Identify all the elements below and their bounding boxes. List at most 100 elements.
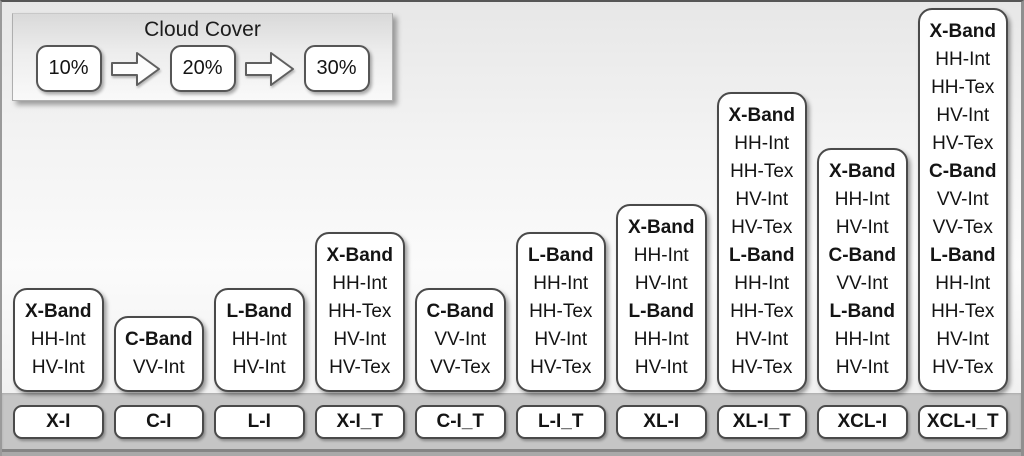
band-name-line: C-Band [928, 161, 997, 182]
polarization-feature-line: HV-Tex [731, 357, 793, 378]
right-arrow-icon [244, 51, 294, 86]
band-name-line: X-Band [25, 301, 92, 322]
polarization-feature-line: HH-Tex [931, 301, 995, 322]
combination-label: X-I_T [336, 411, 383, 432]
polarization-feature-line: HV-Int [835, 217, 889, 238]
polarization-feature-line: HV-Int [534, 329, 588, 350]
polarization-feature-line: HV-Int [936, 329, 990, 350]
band-name-line: L-Band [628, 301, 694, 322]
polarization-feature-line: HV-Tex [731, 217, 793, 238]
polarization-feature-line: VV-Tex [430, 357, 491, 378]
combination-label-box: C-I [113, 405, 204, 439]
band-name-line: L-Band [729, 245, 795, 266]
polarization-feature-line: HH-Tex [730, 301, 794, 322]
combination-label-box: L-I_T [515, 405, 606, 439]
combination-label: XL-I_T [732, 411, 791, 432]
polarization-feature-line: HV-Int [936, 105, 990, 126]
cloud-cover-step-box: 30% [303, 45, 370, 92]
legend-title: Cloud Cover [144, 18, 261, 41]
polarization-feature-line: HV-Tex [932, 357, 994, 378]
polarization-feature-line: HV-Int [634, 357, 688, 378]
band-name-line: C-Band [124, 329, 193, 350]
cloud-cover-step-box: 20% [169, 45, 236, 92]
polarization-feature-line: HH-Int [633, 329, 689, 350]
polarization-feature-line: HV-Int [333, 329, 387, 350]
cloud-cover-step-box: 10% [35, 45, 102, 92]
polarization-feature-line: HH-Int [734, 273, 790, 294]
polarization-feature-line: HV-Int [634, 273, 688, 294]
polarization-feature-line: HH-Int [332, 273, 388, 294]
polarization-feature-line: HH-Int [633, 245, 689, 266]
combination-label-box: XCL-I [817, 405, 908, 439]
polarization-feature-line: HV-Int [232, 357, 286, 378]
combination-label: XCL-I_T [926, 411, 999, 432]
polarization-feature-line: HH-Int [734, 133, 790, 154]
polarization-feature-line: VV-Tex [932, 217, 993, 238]
combination-label-box: X-I [13, 405, 104, 439]
band-name-line: X-Band [728, 105, 796, 126]
band-name-line: L-Band [829, 301, 895, 322]
cloud-cover-legend: Cloud Cover 10% 20% 30% [12, 13, 393, 101]
band-name-line: X-Band [829, 161, 896, 182]
polarization-feature-line: HV-Int [835, 357, 889, 378]
polarization-feature-line: VV-Int [836, 273, 889, 294]
polarization-feature-line: HH-Tex [730, 161, 794, 182]
polarization-feature-line: HV-Int [735, 189, 789, 210]
polarization-feature-line: HH-Int [834, 189, 890, 210]
polarization-feature-line: HV-Int [31, 357, 85, 378]
polarization-feature-line: VV-Int [936, 189, 989, 210]
band-name-line: X-Band [929, 21, 997, 42]
right-arrow-icon [110, 51, 160, 86]
combination-label-box: X-I_T [314, 405, 405, 439]
combination-label: XCL-I [837, 411, 888, 432]
combination-label-box: XL-I_T [716, 405, 807, 439]
combination-label: XL-I [643, 411, 680, 432]
polarization-feature-line: HH-Int [30, 329, 86, 350]
combination-label: X-I [46, 411, 71, 432]
combination-label: C-I_T [436, 411, 485, 432]
combination-label: C-I [146, 411, 172, 432]
cloud-cover-step-label: 10% [48, 57, 89, 79]
band-name-line: L-Band [226, 301, 292, 322]
combination-label: L-I [247, 411, 271, 432]
cloud-cover-step-label: 20% [182, 57, 223, 79]
band-name-line: X-Band [326, 245, 394, 266]
combination-label-box: XCL-I_T [917, 405, 1008, 439]
combination-label-box: C-I_T [415, 405, 506, 439]
polarization-feature-line: HH-Int [935, 273, 991, 294]
band-name-line: C-Band [426, 301, 495, 322]
polarization-feature-line: HH-Int [935, 49, 991, 70]
combination-label: L-I_T [538, 411, 584, 432]
band-name-line: L-Band [930, 245, 996, 266]
polarization-feature-line: HH-Int [231, 329, 287, 350]
polarization-feature-line: HH-Tex [931, 77, 995, 98]
polarization-feature-line: VV-Int [434, 329, 487, 350]
polarization-feature-line: HV-Tex [329, 357, 391, 378]
combination-label-box: XL-I [616, 405, 707, 439]
polarization-feature-line: VV-Int [132, 357, 185, 378]
polarization-feature-line: HV-Tex [932, 133, 994, 154]
combination-label-box: L-I [214, 405, 305, 439]
polarization-feature-line: HH-Int [533, 273, 589, 294]
